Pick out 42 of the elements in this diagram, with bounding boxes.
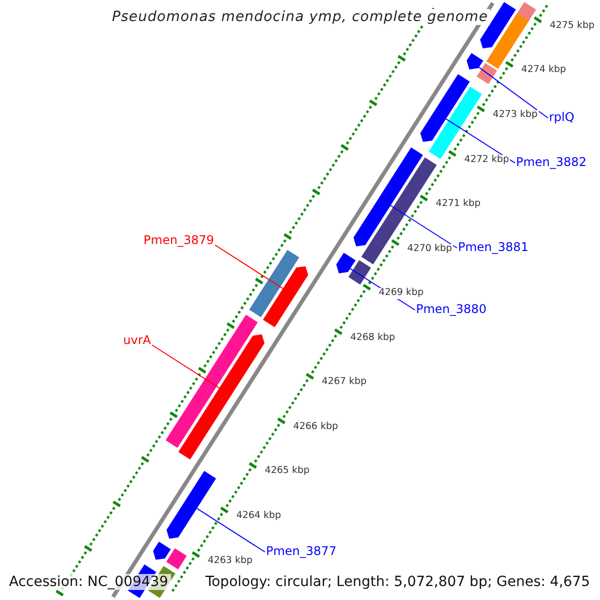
tick-label: 4271 kbp	[434, 199, 482, 210]
accession-label: Accession: NC_009439	[6, 574, 172, 590]
gene-feature	[153, 542, 171, 560]
gene-feature	[178, 334, 264, 460]
title: Pseudomonas mendocina ymp, complete genome	[110, 9, 490, 26]
gene-feature	[420, 74, 470, 142]
leader-line	[196, 508, 266, 552]
leader-line	[152, 344, 220, 388]
gene-feature	[336, 252, 356, 274]
tick-label: 4272 kbp	[463, 154, 510, 166]
gene-feature	[466, 53, 484, 70]
gene-label: Pmen_3877	[266, 545, 336, 559]
gene-label: Pmen_3879	[144, 234, 214, 248]
leader-line	[446, 118, 516, 164]
genome-info: Topology: circular; Length: 5,072,807 bp; Genes: 4,675	[204, 574, 591, 590]
tick-label: 4267 kbp	[320, 377, 368, 388]
gene-label: Pmen_3880	[416, 303, 486, 317]
leader-line	[390, 205, 458, 248]
gene-feature	[348, 260, 371, 285]
leader-line	[214, 244, 284, 289]
tick-label: 4269 kbp	[378, 288, 425, 300]
tick-label: 4265 kbp	[264, 466, 311, 478]
tick-label: 4268 kbp	[349, 332, 396, 344]
gene-label: Pmen_3881	[458, 241, 528, 255]
tick-label: 4275 kbp	[548, 20, 596, 32]
tick-label: 4263 kbp	[206, 556, 254, 567]
gene-feature	[249, 250, 300, 318]
tick-label: 4266 kbp	[292, 422, 340, 433]
gene-feature	[361, 157, 437, 264]
gene-label: rplQ	[549, 111, 574, 125]
tick-label: 4274 kbp	[520, 65, 568, 76]
gene-label: uvrA	[123, 334, 151, 348]
tick-label: 4270 kbp	[406, 244, 454, 255]
gene-feature	[476, 63, 498, 84]
gene-feature	[166, 470, 216, 539]
tick-label: 4273 kbp	[492, 110, 539, 121]
tick-label: 4264 kbp	[235, 511, 282, 522]
gene-feature	[166, 314, 258, 448]
gene-feature	[262, 266, 308, 328]
leader-line	[478, 66, 548, 118]
gene-label: Pmen_3882	[516, 156, 586, 170]
gene-feature	[166, 548, 187, 570]
